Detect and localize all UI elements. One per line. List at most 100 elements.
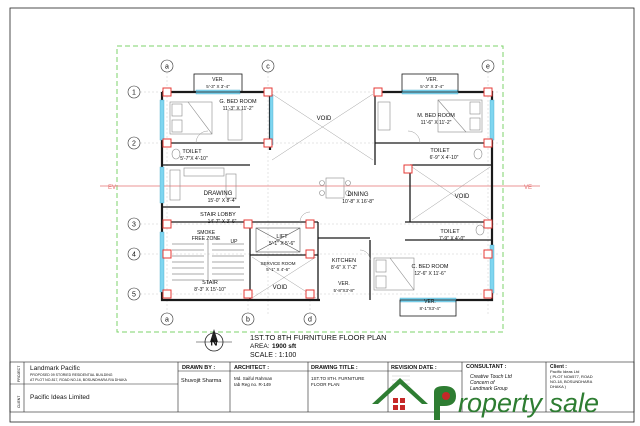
north-arrow-icon: N [196, 329, 232, 352]
grid-bubble-c-top: c [261, 59, 275, 73]
bed-guest-bottom-name: C. BED ROOM [412, 264, 449, 270]
svg-text:5: 5 [132, 292, 136, 299]
plan-area-value: 1900 sft [272, 343, 297, 350]
tb-client-1: Pacific Ideas Ltd [550, 369, 579, 374]
tb-drawn-by: Shuvojit Sharma [181, 378, 222, 384]
title-block [9, 361, 635, 413]
lift-dim: 5'-1" X 5'-6" [269, 241, 295, 247]
grid-bubble-a-bottom: a [160, 312, 174, 326]
svg-text:2: 2 [132, 141, 136, 148]
bed-furniture-left [169, 101, 243, 141]
void-diagonals [251, 93, 491, 299]
lift-name: LIFT [276, 234, 288, 240]
ver-top-left-dim: 5'-3" X 3'-4" [206, 84, 230, 89]
grid-bubble-a-top: a [160, 59, 174, 73]
grid-bubble-d-bottom: d [303, 312, 317, 326]
ver-top-left-name: VER. [212, 77, 224, 83]
stair-treads [172, 240, 244, 284]
bed-master-dim: 11'-6" X 11'-2" [421, 120, 452, 126]
stair-lobby-dim: 14'-7" X 3'-6" [208, 219, 237, 225]
tb-consultant-1: Creative Touch Ltd [470, 374, 512, 380]
axis-mark-left: EV [108, 185, 116, 191]
svg-text:b: b [246, 317, 250, 324]
bed-furniture-bottom [373, 257, 415, 291]
toilet-bottom-name: TOILET [440, 229, 460, 235]
svg-text:a: a [165, 64, 169, 71]
tb-drawing-title-1: 1ST.TO 8TH. FURNITURE [311, 376, 364, 381]
interior-walls [162, 92, 492, 300]
toilet-left-dim: 5'-7"X 4'-10" [180, 156, 208, 162]
tb-drawing-title-label: DRAWING TITLE : [311, 365, 358, 371]
toilet-right-dim: 6'-9" X 4'-10" [430, 155, 459, 161]
grid-bubble-5: 5 [127, 287, 141, 301]
door-swings [195, 130, 421, 261]
drawing-name: DRAWING [204, 191, 233, 197]
tb-client-name: Pacific Ideas Limited [30, 394, 90, 401]
tb-consultant-3: Landmark Group [470, 386, 508, 392]
tb-drawing-title-2: FLOOR PLAN [311, 382, 340, 387]
toilet-right-name: TOILET [430, 148, 450, 154]
plan-scale: SCALE : 1:100 [250, 352, 296, 359]
plan-area-label: AREA: [250, 343, 270, 350]
svg-text:a: a [165, 317, 169, 324]
tb-client-tag: CLIENT [17, 395, 21, 408]
svg-text:c: c [266, 64, 270, 71]
ver-bottom-dim: 8'-1"X3'-4" [420, 306, 441, 311]
plan-title: 1ST.TO 8TH FURNITURE FLOOR PLAN [250, 333, 387, 342]
stair-up-label: UP [231, 239, 239, 245]
bed-master-name: M. BED ROOM [417, 113, 455, 119]
ver-kitchen-dim: 5'-8"X3'-8" [334, 288, 355, 293]
sofa-set [169, 167, 237, 201]
grid-bubble-e-top: e [481, 59, 495, 73]
veranda-top-left [193, 73, 243, 93]
dining-table [319, 177, 351, 199]
service-room-dim: 5'-1" X 4'-6" [266, 267, 290, 272]
tb-drawn-by-label: DRAWN BY : [182, 365, 215, 371]
tb-project-desc-2: AT PLOT NO-817, ROAD NO-16, BOSUNDHARA R… [30, 378, 128, 382]
stair-lobby-name: STAIR LOBBY [200, 212, 236, 218]
svg-text:d: d [308, 317, 312, 324]
svg-text:4: 4 [132, 252, 136, 259]
grid-bubble-1: 1 [127, 85, 141, 99]
tb-client-4: DHAKA ) [550, 384, 567, 389]
svg-text:e: e [486, 64, 490, 71]
bed-left-dim: 11'-3" X 11'-2" [223, 106, 254, 112]
axis-mark-right: VE [524, 185, 532, 191]
ver-top-right-dim: 5'-3" X 3'-4" [420, 84, 444, 89]
grid-bubble-4: 4 [127, 247, 141, 261]
property-sale-logo: roperty sale [372, 378, 599, 420]
dining-dim: 10'-8" X 16'-8" [342, 199, 374, 205]
bed-furniture-master [377, 99, 483, 133]
tb-revision-label: REVISION DATE : [391, 365, 437, 371]
svg-text:3: 3 [132, 222, 136, 229]
lift-shaft [255, 227, 301, 253]
tb-architect-label: ARCHITECT : [234, 365, 269, 371]
dining-name: DINING [348, 192, 369, 198]
stair-dim: 8'-3" X 15'-10" [194, 287, 226, 293]
tb-project-desc-1: PROPOSED 09 STORIED RESIDENTIAL BUILDING [30, 373, 113, 377]
stair-name: STAIR [202, 280, 218, 286]
watermark-text: roperty sale [458, 388, 599, 418]
bed-left-name: G. BED ROOM [219, 99, 257, 105]
toilet-fixtures [171, 148, 485, 236]
ver-top-right-name: VER. [426, 77, 438, 83]
tb-project-name: Landmark Pacific [30, 365, 81, 372]
tb-client-2: ( PLOT NO#577, ROAD [550, 374, 593, 379]
void-top-label: VOID [317, 116, 332, 122]
north-label: N [210, 338, 217, 349]
grid-bubble-2: 2 [127, 136, 141, 150]
tb-client-label: Client : [550, 364, 567, 370]
svg-text:1: 1 [132, 90, 136, 97]
drawing-dim: 15'-0" X 8'-4" [208, 198, 237, 204]
kitchen-dim: 8'-6" X 7'-2" [331, 265, 357, 271]
tb-architect-reg: Iab Reg no. R-149 [234, 382, 271, 387]
toilet-left-name: TOILET [182, 149, 202, 155]
tb-client-3: NO-18, BOSUNDHARA [550, 379, 593, 384]
smoke-zone-sub: FREE ZONE [192, 236, 221, 242]
bed-guest-bottom-dim: 12'-6" X 11'-6" [414, 271, 445, 277]
columns [162, 87, 493, 299]
tb-project-tag: PROJECT [17, 365, 21, 382]
void-right-label: VOID [455, 194, 470, 200]
toilet-bottom-dim: 7'-9" X 4'-0" [439, 236, 465, 242]
tb-consultant-label: CONSULTANT : [466, 364, 507, 370]
